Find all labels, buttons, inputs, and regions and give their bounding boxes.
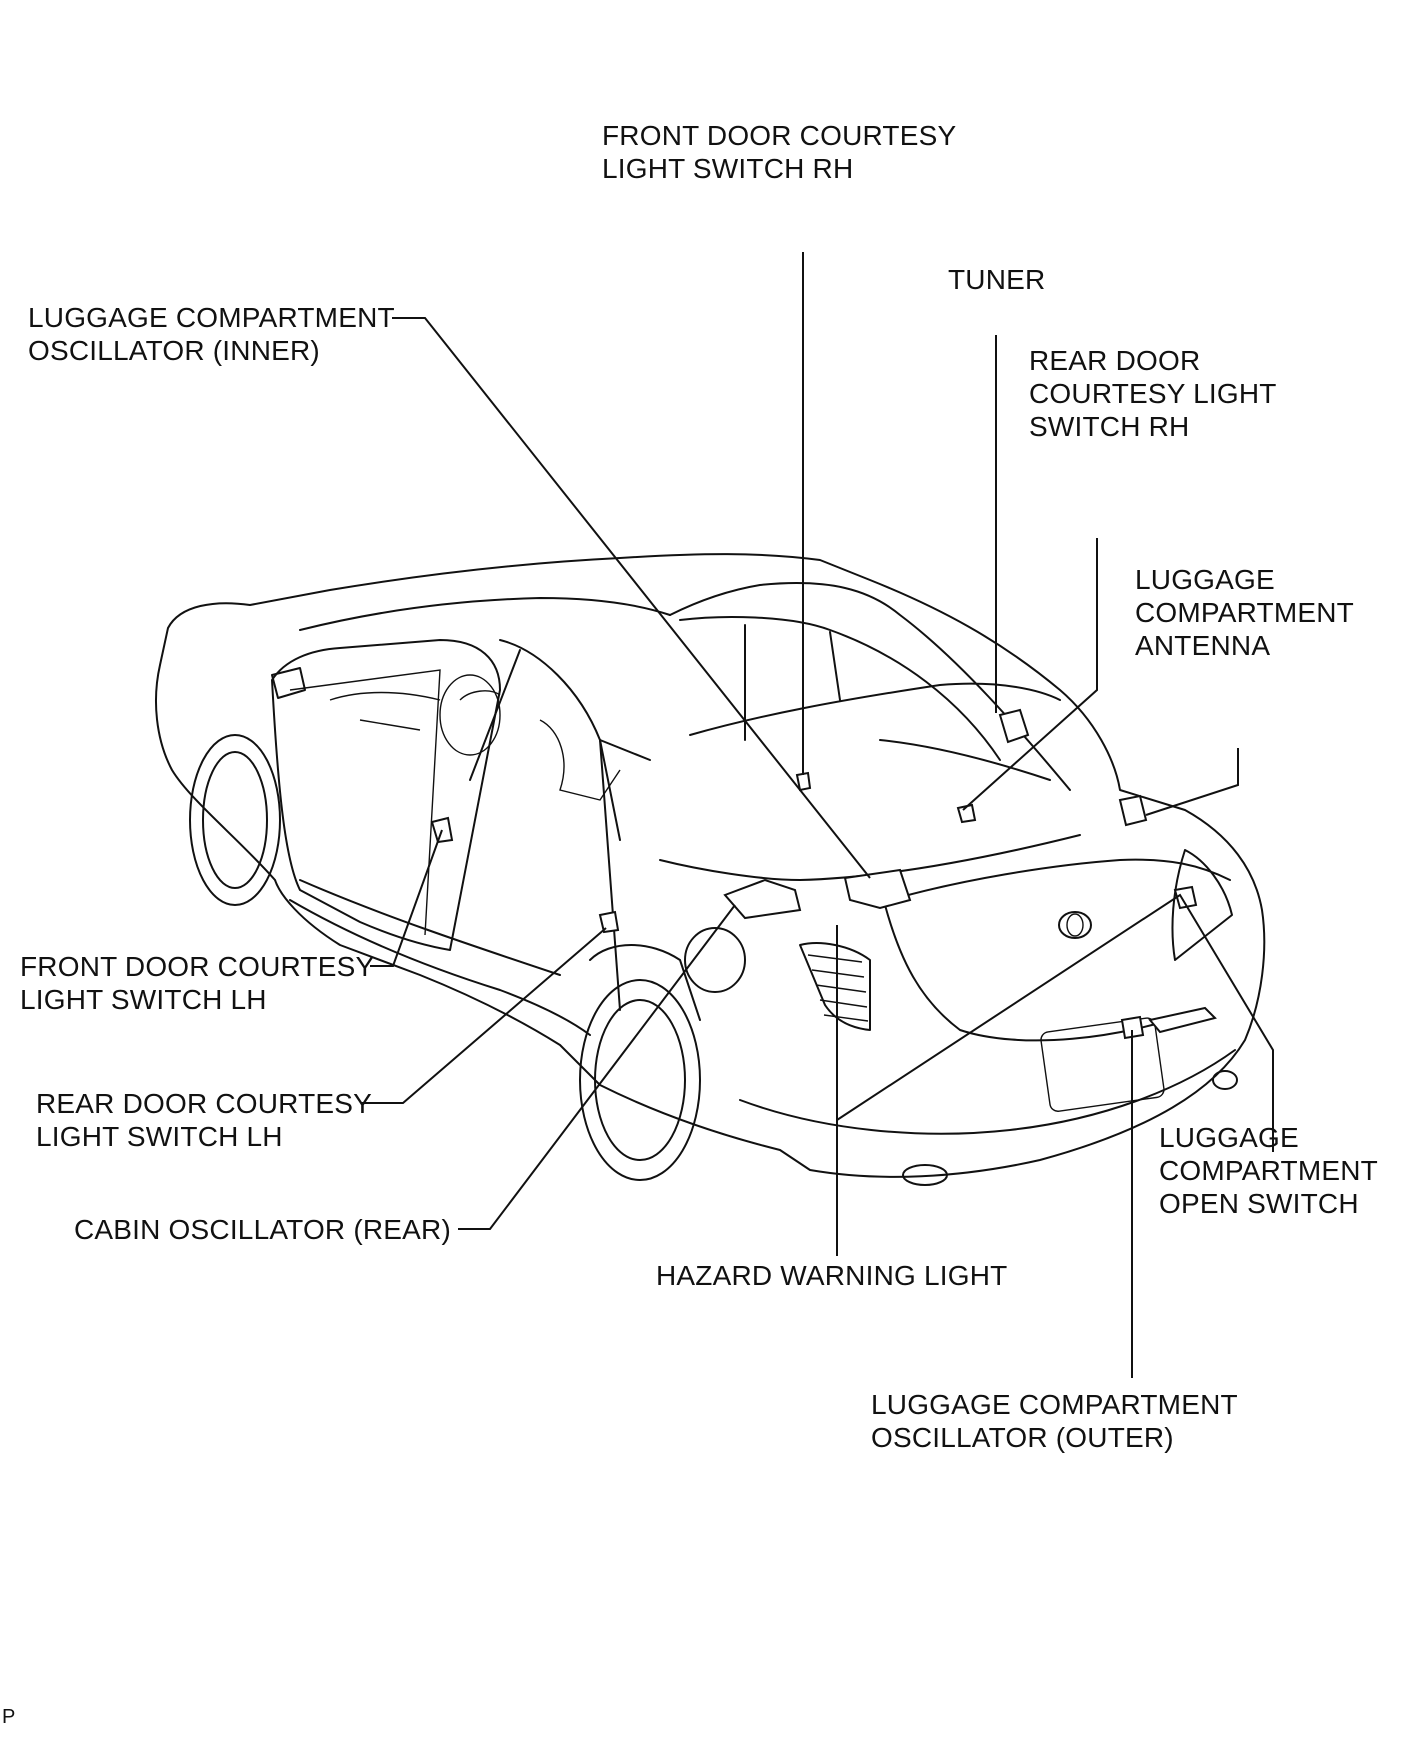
antenna-part bbox=[1118, 794, 1148, 827]
tuner-part bbox=[998, 708, 1030, 744]
outer-handle-part bbox=[1148, 1006, 1217, 1034]
parts bbox=[430, 708, 1217, 1040]
leader-lines bbox=[361, 252, 1274, 1378]
cabin-osc-rear-part bbox=[723, 878, 802, 920]
lc-open-switch-part bbox=[1173, 885, 1198, 910]
corner-mark: P bbox=[2, 1706, 16, 1728]
label-tuner: TUNER bbox=[948, 264, 1046, 295]
front-door-rh-switch-part bbox=[795, 771, 812, 792]
label-cabin-oscillator-rear: CABIN OSCILLATOR (REAR) bbox=[74, 1214, 451, 1245]
label-hazard-warning-light: HAZARD WARNING LIGHT bbox=[656, 1260, 1008, 1291]
car-body bbox=[155, 553, 1266, 1186]
rear-door-lh-switch-part bbox=[598, 910, 620, 934]
lc-osc-inner-part bbox=[843, 868, 912, 910]
lc-osc-outer-part bbox=[1120, 1015, 1145, 1040]
